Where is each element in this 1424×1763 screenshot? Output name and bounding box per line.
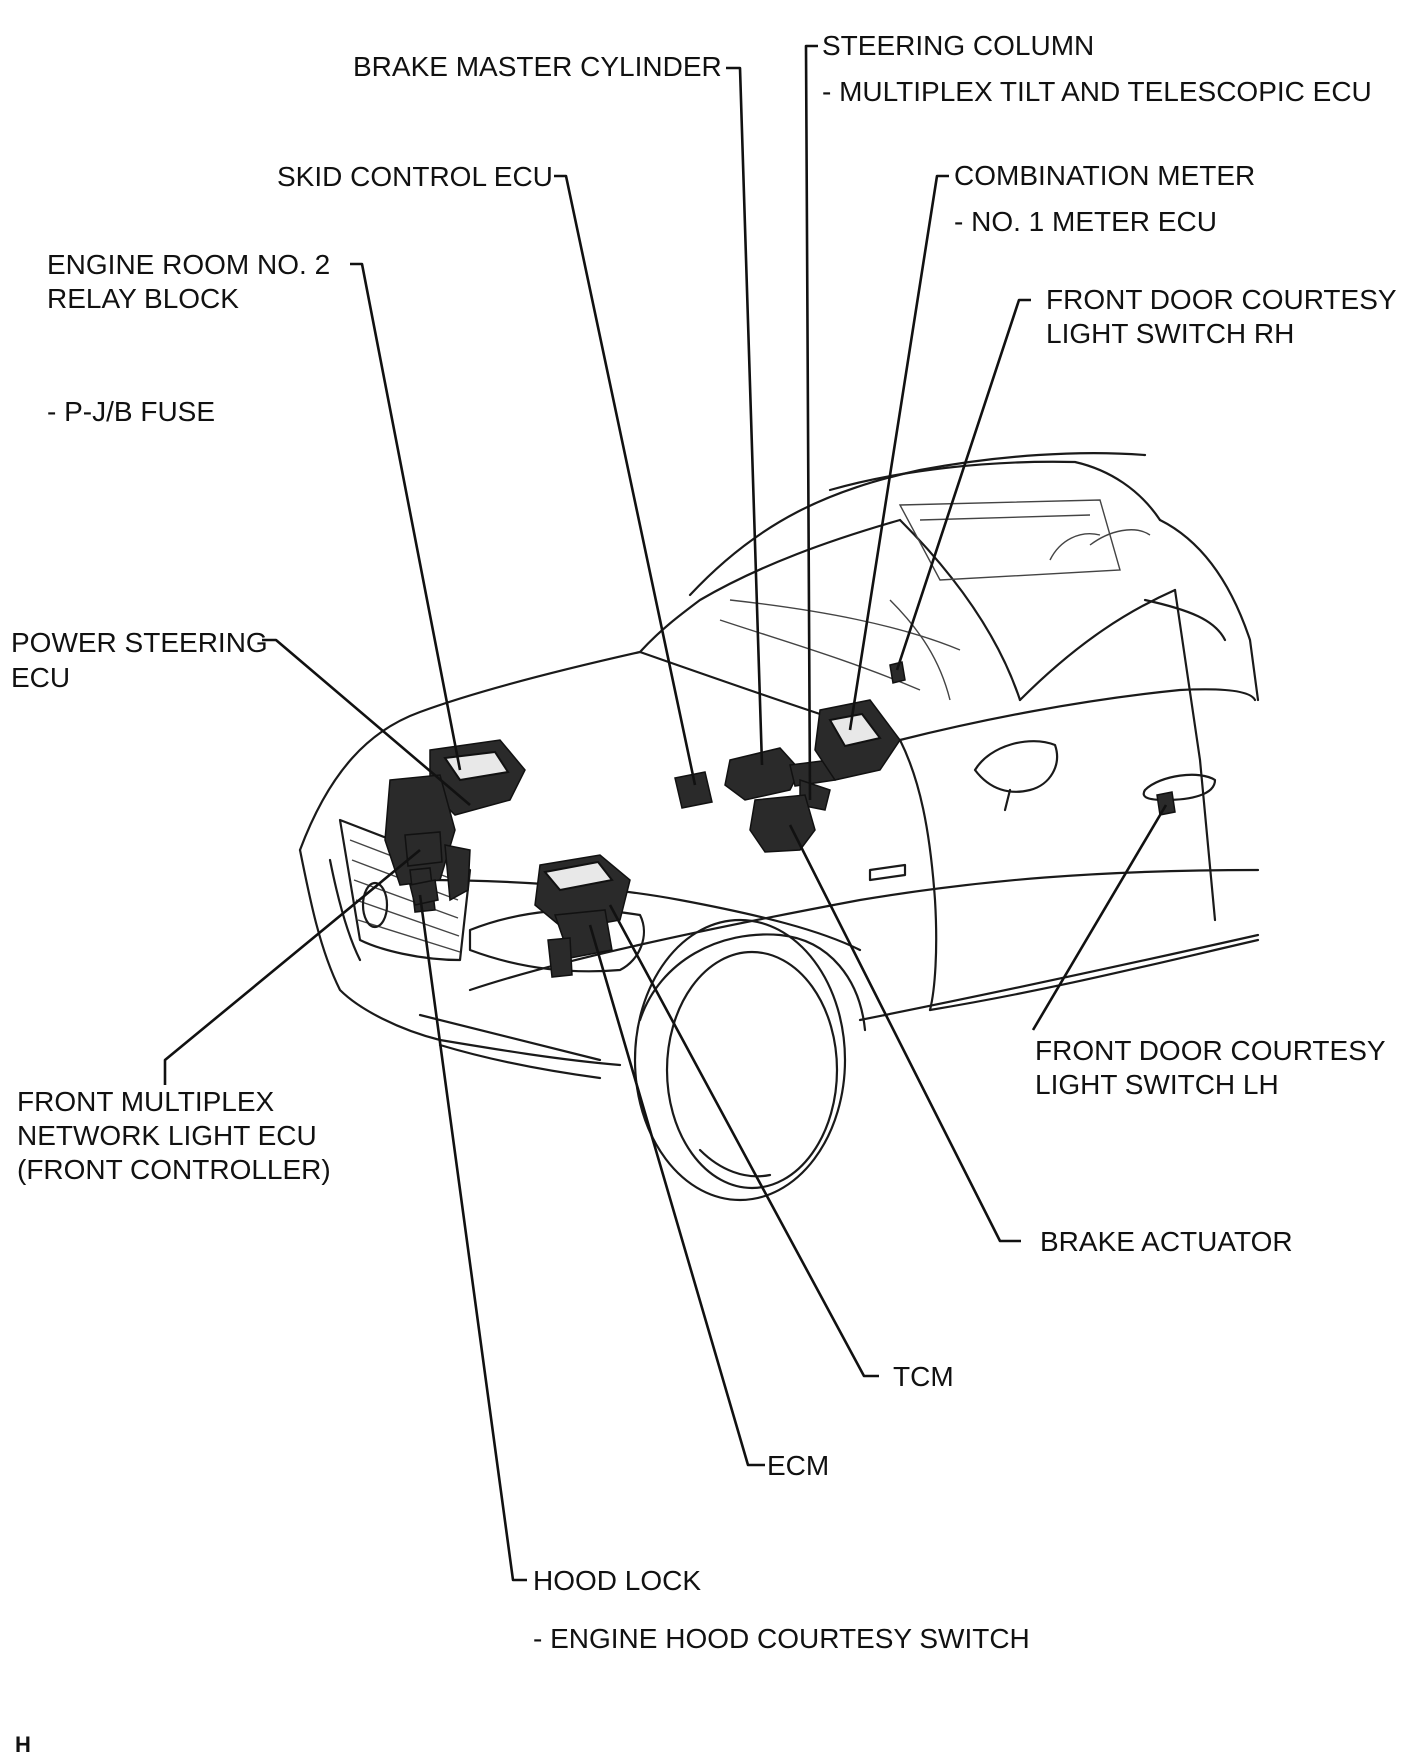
hood-lock-part [409,879,439,906]
brake-master-cylinder-part [724,747,801,801]
label-front-multiplex-line1: FRONT MULTIPLEX [17,1086,275,1117]
label-front-door-courtesy-lh-line1: FRONT DOOR COURTESY [1035,1035,1386,1066]
leader-hood-lock [418,894,527,1582]
label-engine-room-relay-block-line2: RELAY BLOCK [47,283,239,314]
label-front-door-courtesy-lh-line2: LIGHT SWITCH LH [1035,1069,1279,1100]
label-brake-master-cylinder: BRAKE MASTER CYLINDER [353,51,722,82]
label-front-multiplex-line3: (FRONT CONTROLLER) [17,1154,331,1185]
label-hood-lock: HOOD LOCK [533,1565,701,1596]
label-front-multiplex-line2: NETWORK LIGHT ECU [17,1120,317,1151]
label-engine-room-relay-block-sub: - P-J/B FUSE [47,396,215,427]
label-combination-meter: COMBINATION METER [954,160,1255,191]
leader-tcm [608,904,879,1378]
label-steering-column: STEERING COLUMN [822,30,1094,61]
front-door-courtesy-lh-part [1156,791,1176,816]
label-engine-room-relay-block-line1: ENGINE ROOM NO. 2 [47,249,330,280]
leader-engine-room-relay-block [350,262,462,771]
skid-control-ecu-part [674,771,713,809]
front-multiplex-ecu-part [404,831,443,867]
leader-brake-actuator [788,824,1021,1243]
label-power-steering-ecu-line2: ECU [11,662,70,693]
label-skid-control-ecu: SKID CONTROL ECU [277,161,553,192]
leader-power-steering-ecu [262,638,471,806]
leader-front-multiplex [163,848,421,1085]
label-front-door-courtesy-rh-line2: LIGHT SWITCH RH [1046,318,1294,349]
leader-ecm [588,924,765,1467]
leader-steering-column [804,44,818,801]
leader-lines [163,44,1168,1582]
corner-mark: H [15,1732,31,1757]
label-power-steering-ecu-line1: POWER STEERING [11,627,268,658]
car-illustration [298,452,1260,1202]
label-ecm: ECM [767,1450,829,1481]
brake-actuator-part [749,794,816,853]
components [384,661,1176,978]
leader-combination-meter [848,174,949,731]
label-brake-actuator: BRAKE ACTUATOR [1040,1226,1293,1257]
label-front-door-courtesy-rh-line1: FRONT DOOR COURTESY [1046,284,1397,315]
labels: BRAKE MASTER CYLINDER STEERING COLUMN - … [11,30,1397,1757]
leader-front-door-courtesy-rh [895,298,1031,671]
label-steering-column-sub: - MULTIPLEX TILT AND TELESCOPIC ECU [822,76,1372,107]
label-tcm: TCM [893,1361,954,1392]
label-hood-lock-sub: - ENGINE HOOD COURTESY SWITCH [533,1623,1030,1654]
leader-brake-master-cylinder [726,66,764,766]
leader-front-door-courtesy-lh [1031,804,1168,1031]
leader-skid-control-ecu [554,174,697,786]
label-combination-meter-sub: - NO. 1 METER ECU [954,206,1217,237]
